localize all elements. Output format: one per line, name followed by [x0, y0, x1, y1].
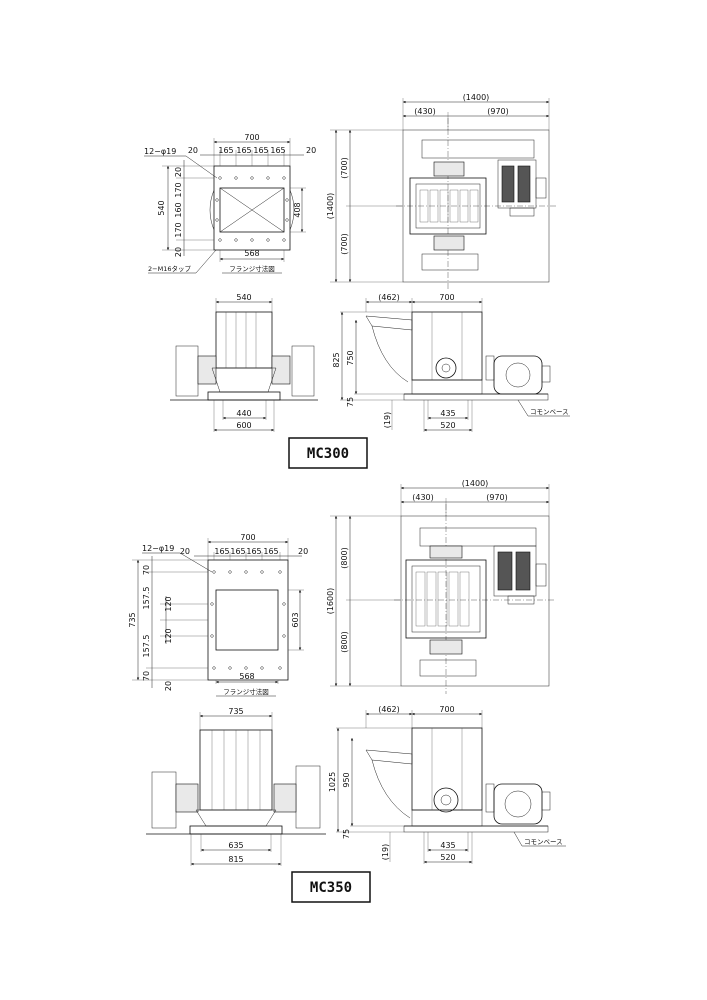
mc300-plan-view: (1400) (430) (970) (1400) (700) (700): [326, 93, 556, 290]
mc300-flange-width: 700: [244, 133, 259, 142]
mc300-tap-note: 2−M16タップ: [148, 264, 191, 273]
mc350-side-70b: 70: [142, 671, 151, 681]
mc300-flange-bottom: 568: [244, 249, 259, 258]
mc350-side-70a: 70: [142, 565, 151, 575]
mc350-flange-caption: フランジ寸法図: [223, 687, 269, 696]
mc300-plan-total-w: (1400): [463, 93, 490, 102]
mc350-plan-total-h: (1600): [326, 588, 335, 615]
mc300-pitch-165a: 165: [218, 146, 233, 155]
mc300-pitch-20b: 20: [306, 146, 316, 155]
mc350-pitch-165b: 165: [230, 547, 245, 556]
mc350-side-120b: 120: [164, 628, 173, 643]
mc350-plan-total-w: (1400): [462, 479, 489, 488]
mc300-flange-view: 700 20 165 165 165 165 20 12−φ19 540 20 …: [144, 133, 316, 274]
mc350-plan-lower-h: (800): [340, 631, 349, 653]
mc350-side-20: 20: [164, 681, 173, 691]
mc300-common-base: コモンベース: [530, 408, 569, 416]
mc350-pitch-20b: 20: [298, 547, 308, 556]
mc350-flange-bottom: 568: [239, 672, 254, 681]
mc300-side-view: (462) 700 825 750 75 (19): [332, 293, 570, 432]
mc300-side-height-total: 825: [332, 352, 341, 367]
mc300-plan-left-w: (430): [414, 107, 436, 116]
mc300-side-base-gap: (19): [383, 412, 392, 428]
mc300-front-base-outer: 600: [236, 421, 251, 430]
mc300-side-160: 160: [174, 202, 183, 217]
mc300-pitch-165d: 165: [270, 146, 285, 155]
mc350-flange-height: 735: [128, 612, 137, 627]
mc300-side-base-inner: 435: [440, 409, 455, 418]
mc300-front-top-w: 540: [236, 293, 251, 302]
mc300-side-overhang: (462): [378, 293, 400, 302]
mc300-side-170a: 170: [174, 182, 183, 197]
mc350-side-top-w: 700: [439, 705, 454, 714]
mc300-side-base-h: 75: [346, 397, 355, 407]
mc350-side-120a: 120: [164, 596, 173, 611]
mc300-side-170b: 170: [174, 222, 183, 237]
mc300-model-label: MC300: [307, 446, 349, 462]
mc350-pitch-165a: 165: [214, 547, 229, 556]
mc350-pitch-165d: 165: [263, 547, 278, 556]
mc350-common-base: コモンベース: [524, 838, 563, 846]
mc300-front-base-inner: 440: [236, 409, 251, 418]
mc350-model-label-box: MC350: [291, 871, 371, 903]
mc300-side-base-outer: 520: [440, 421, 455, 430]
mc350-inner-height: 603: [291, 612, 300, 627]
mc350-side-overhang: (462): [378, 705, 400, 714]
mc300-plan-upper-h: (700): [340, 157, 349, 179]
mc350-flange-width: 700: [240, 533, 255, 542]
mc300-flange-caption: フランジ寸法図: [229, 264, 275, 273]
mc300-pitch-165b: 165: [236, 146, 251, 155]
mc300-flange-height: 540: [157, 200, 166, 215]
mc350-pitch-20a: 20: [180, 547, 190, 556]
mc350-model-label: MC350: [310, 880, 352, 896]
mc300-pitch-165c: 165: [253, 146, 268, 155]
mc350-side-height-total: 1025: [328, 772, 337, 792]
mc300-inner-height: 408: [293, 202, 302, 217]
mc350-pitch-165c: 165: [246, 547, 261, 556]
mc300-model-label-box: MC300: [288, 437, 368, 469]
mc350-front-top-w: 735: [228, 707, 243, 716]
mc300-plan-total-h: (1400): [326, 193, 335, 220]
mc350-front-base-inner: 635: [228, 841, 243, 850]
mc350-side-base-outer: 520: [440, 853, 455, 862]
mc350-side-height-body: 950: [342, 772, 351, 787]
mc350-side-base-inner: 435: [440, 841, 455, 850]
mc350-plan-view: (1400) (430) (970) (1600) (800) (800): [326, 479, 556, 694]
mc300-group: 700 20 165 165 165 165 20 12−φ19 540 20 …: [144, 93, 570, 469]
mc300-plan-right-w: (970): [487, 107, 509, 116]
mc300-front-view: 540 440 600: [170, 293, 318, 432]
mc350-side-base-gap: (19): [381, 844, 390, 860]
mc300-side-top-w: 700: [439, 293, 454, 302]
mc350-plan-left-w: (430): [412, 493, 434, 502]
mc300-side-20a: 20: [174, 167, 183, 177]
mc350-front-base-outer: 815: [228, 855, 243, 864]
mc350-side-base-h: 75: [342, 829, 351, 839]
mc350-front-view: 735 635 815: [146, 707, 326, 866]
mc350-plan-right-w: (970): [486, 493, 508, 502]
mc350-group: 700 20 165 165 165 165 20 12−φ19 735 70 …: [128, 479, 566, 903]
mc350-side-157a: 157.5: [142, 587, 151, 610]
mc300-pitch-20a: 20: [188, 146, 198, 155]
mc350-side-157b: 157.5: [142, 635, 151, 658]
mc300-holes-note: 12−φ19: [144, 147, 176, 156]
mc300-side-20b: 20: [174, 247, 183, 257]
mc350-flange-view: 700 20 165 165 165 165 20 12−φ19 735 70 …: [128, 533, 308, 697]
mc350-side-view: (462) 700 1025 950 75 (19): [328, 705, 566, 864]
mc350-holes-note: 12−φ19: [142, 544, 174, 553]
mc300-plan-lower-h: (700): [340, 233, 349, 255]
mc350-plan-upper-h: (800): [340, 547, 349, 569]
mc300-side-height-body: 750: [346, 350, 355, 365]
